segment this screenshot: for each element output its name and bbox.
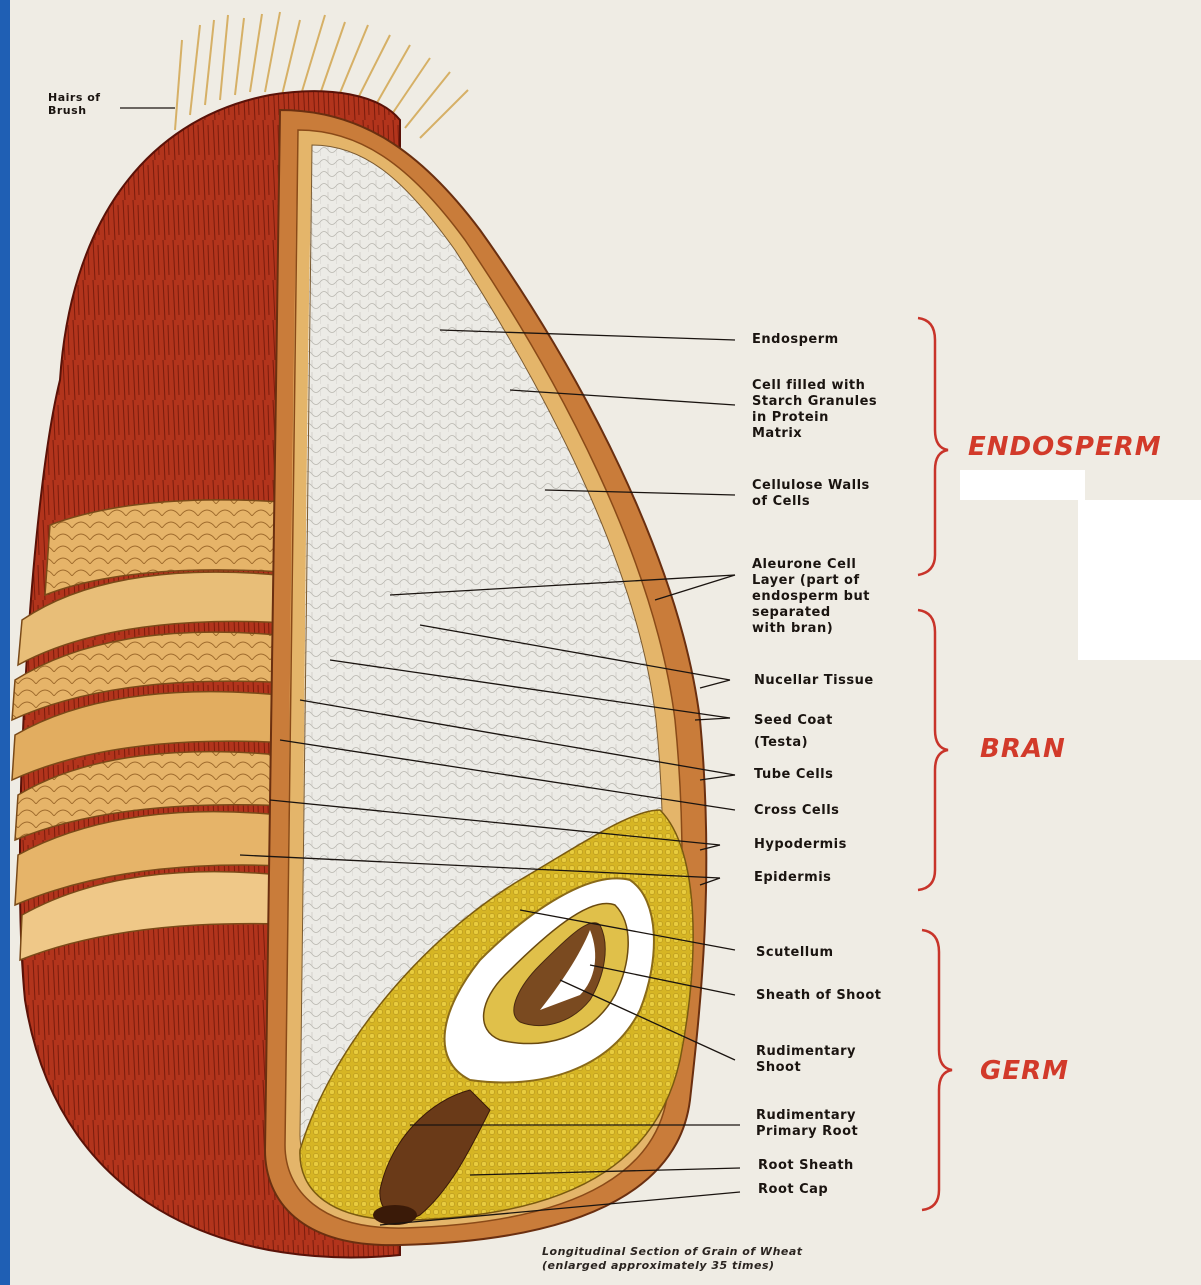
label-rudimentary-shoot: Rudimentary Shoot (756, 1044, 856, 1076)
label-sheath-of-shoot: Sheath of Shoot (756, 988, 882, 1004)
section-brackets (918, 318, 952, 1210)
label-cellulose-walls: Cellulose Walls of Cells (752, 478, 870, 510)
label-scutellum: Scutellum (756, 945, 834, 961)
section-bran: BRAN (980, 734, 1066, 764)
label-cross-cells: Cross Cells (754, 803, 839, 819)
label-root-cap: Root Cap (758, 1182, 828, 1198)
figure-caption: Longitudinal Section of Grain of Wheat (… (542, 1245, 803, 1273)
label-hairs-of-brush: Hairs of Brush (48, 91, 101, 117)
label-rudimentary-root: Rudimentary Primary Root (756, 1108, 858, 1140)
label-root-sheath: Root Sheath (758, 1158, 854, 1174)
label-nucellar-tissue: Nucellar Tissue (754, 673, 874, 689)
label-tube-cells: Tube Cells (754, 767, 833, 783)
section-endosperm: ENDOSPERM (968, 432, 1162, 462)
label-endosperm-tissue: Endosperm (752, 332, 839, 348)
label-starch-cell: Cell filled with Starch Granules in Prot… (752, 378, 877, 442)
label-seed-coat: Seed Coat (Testa) (754, 710, 833, 754)
label-aleurone: Aleurone Cell Layer (part of endosperm b… (752, 557, 870, 637)
label-epidermis: Epidermis (754, 870, 831, 886)
label-hypodermis: Hypodermis (754, 837, 847, 853)
section-germ: GERM (980, 1056, 1069, 1086)
